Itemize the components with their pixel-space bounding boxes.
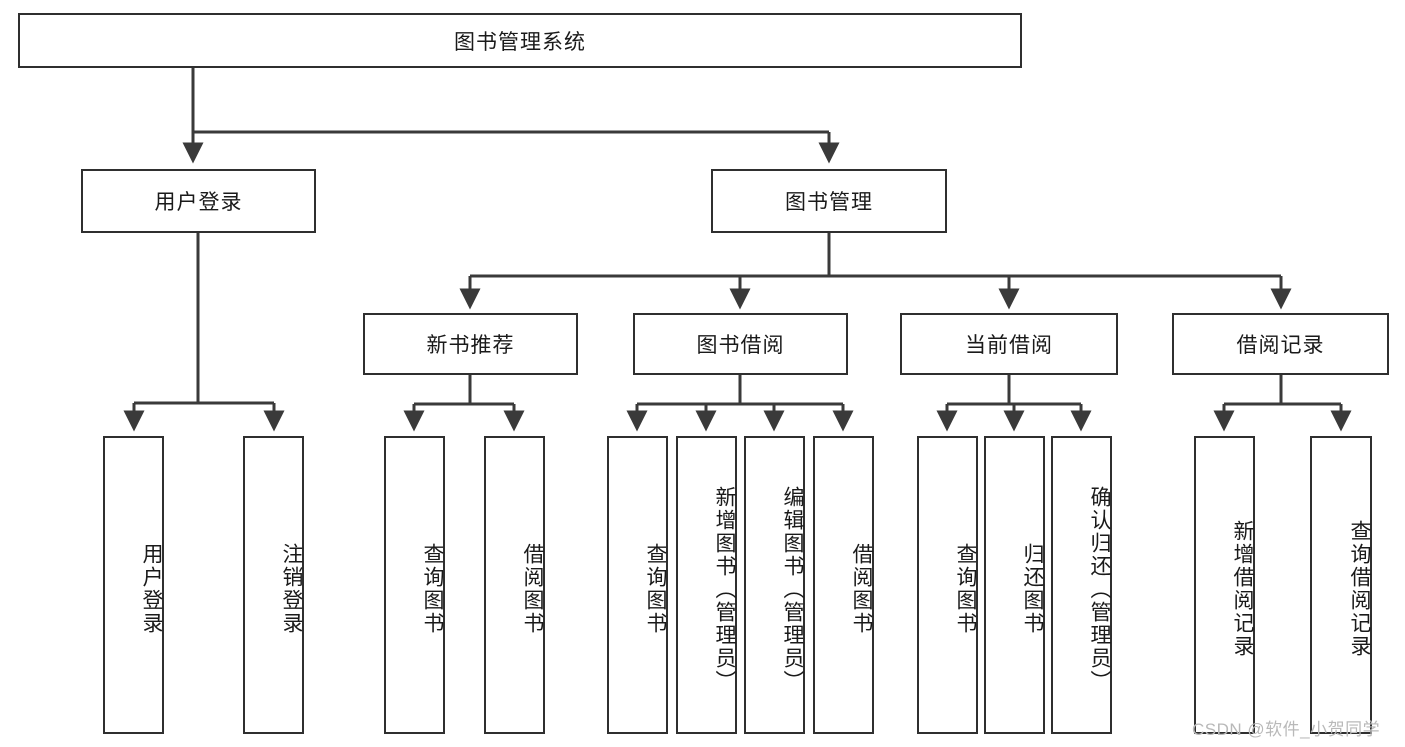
node-label: 图书管理 bbox=[785, 191, 873, 214]
leaf-add-borrow-record[interactable]: 新增借阅记录 bbox=[1194, 436, 1255, 734]
leaf-query-book-recommend[interactable]: 查询图书 bbox=[384, 436, 445, 734]
node-label: 查询借阅记录 bbox=[1348, 520, 1371, 658]
node-current-borrow[interactable]: 当前借阅 bbox=[900, 313, 1118, 375]
node-borrow-record[interactable]: 借阅记录 bbox=[1172, 313, 1389, 375]
node-label: 当前借阅 bbox=[965, 334, 1053, 357]
node-book-management[interactable]: 图书管理 bbox=[711, 169, 947, 233]
node-label: 查询图书 bbox=[421, 543, 444, 635]
node-label: 借阅图书 bbox=[521, 543, 544, 635]
leaf-return-book[interactable]: 归还图书 bbox=[984, 436, 1045, 734]
node-label: 用户登录 bbox=[154, 191, 243, 214]
leaf-user-login[interactable]: 用户登录 bbox=[103, 436, 164, 734]
node-label: 查询图书 bbox=[954, 543, 977, 635]
leaf-edit-book[interactable]: 编辑图书（管理员） bbox=[744, 436, 805, 734]
node-label: 借阅图书 bbox=[850, 543, 873, 635]
node-label: 归还图书 bbox=[1021, 543, 1044, 635]
node-user-login[interactable]: 用户登录 bbox=[81, 169, 316, 233]
node-label: 借阅记录 bbox=[1236, 334, 1325, 357]
node-label: 查询图书 bbox=[644, 543, 667, 635]
node-new-book-recommend[interactable]: 新书推荐 bbox=[363, 313, 578, 375]
node-label: 图书管理系统 bbox=[454, 30, 586, 54]
node-label: 注销登录 bbox=[280, 543, 303, 635]
leaf-query-borrow-record[interactable]: 查询借阅记录 bbox=[1310, 436, 1372, 734]
leaf-query-book-current[interactable]: 查询图书 bbox=[917, 436, 978, 734]
node-label: 新增图书（管理员） bbox=[713, 485, 736, 693]
node-label: 图书借阅 bbox=[696, 334, 785, 357]
node-label: 新书推荐 bbox=[426, 334, 515, 357]
leaf-query-book-borrow[interactable]: 查询图书 bbox=[607, 436, 668, 734]
node-book-borrow[interactable]: 图书借阅 bbox=[633, 313, 848, 375]
node-label: 编辑图书（管理员） bbox=[781, 485, 804, 693]
node-label: 用户登录 bbox=[140, 543, 163, 635]
leaf-confirm-return[interactable]: 确认归还（管理员） bbox=[1051, 436, 1112, 734]
leaf-add-book[interactable]: 新增图书（管理员） bbox=[676, 436, 737, 734]
leaf-logout-login[interactable]: 注销登录 bbox=[243, 436, 304, 734]
leaf-borrow-book-recommend[interactable]: 借阅图书 bbox=[484, 436, 545, 734]
node-book-management-system[interactable]: 图书管理系统 bbox=[18, 13, 1022, 68]
node-label: 确认归还（管理员） bbox=[1088, 485, 1111, 693]
csdn-watermark: CSDN @软件_小贺同学 bbox=[1192, 720, 1381, 739]
leaf-borrow-book[interactable]: 借阅图书 bbox=[813, 436, 874, 734]
node-label: 新增借阅记录 bbox=[1231, 520, 1254, 658]
